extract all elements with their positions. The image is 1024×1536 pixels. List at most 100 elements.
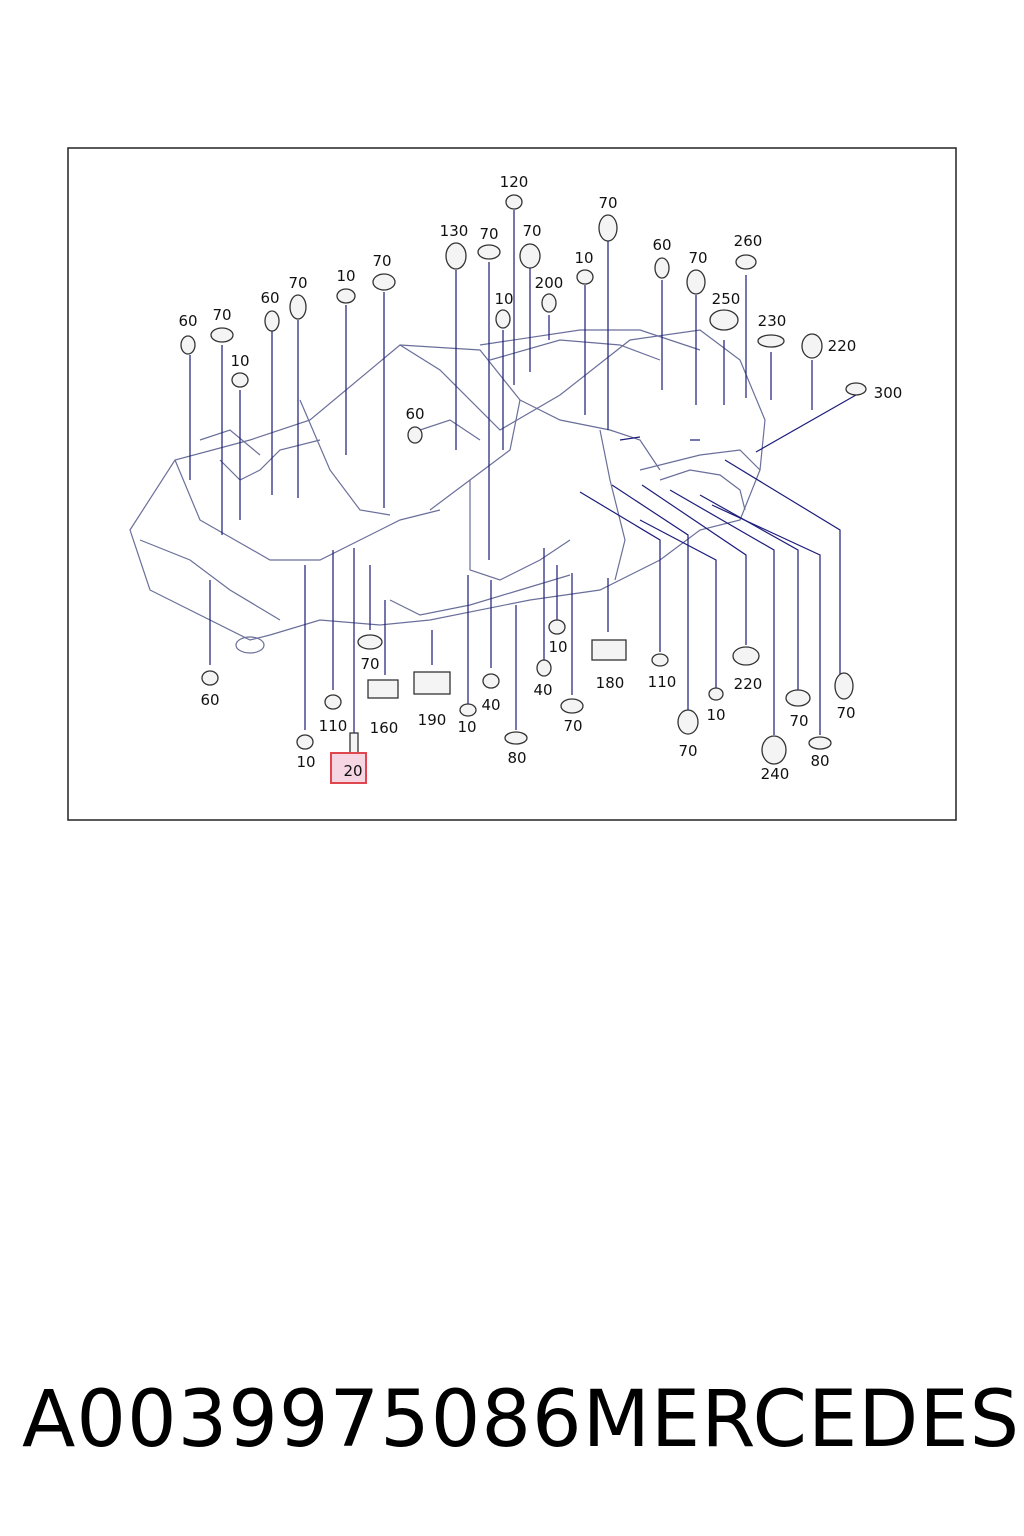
grommet-icon: [264, 310, 280, 332]
grommet-icon: [504, 731, 528, 745]
grommet-icon: [180, 335, 196, 355]
callout-labels: 120 130 70 70 70 70 70 70 70 60 60 60 60…: [178, 173, 902, 783]
callout-10: 10: [296, 753, 315, 771]
callout-300: 300: [874, 384, 903, 402]
grommet-icon: [210, 327, 234, 343]
callout-80: 80: [507, 749, 526, 767]
callout-70: 70: [598, 194, 617, 212]
callout-70: 70: [360, 655, 379, 673]
callout-160: 160: [370, 719, 399, 737]
callout-250: 250: [712, 290, 741, 308]
grommet-icon: [324, 694, 342, 710]
grommet-icon: [845, 382, 867, 396]
callout-60: 60: [178, 312, 197, 330]
grommet-icon: [598, 214, 618, 242]
leader-lines: [189, 210, 857, 735]
callout-60: 60: [405, 405, 424, 423]
grommet-icon: [757, 334, 785, 348]
callout-60: 60: [260, 289, 279, 307]
part-number: A0039975086: [22, 1375, 583, 1465]
grommet-icon: [459, 703, 477, 717]
clip-nut-icon: [413, 671, 451, 695]
callout-40: 40: [533, 681, 552, 699]
callout-260: 260: [734, 232, 763, 250]
callout-110: 110: [319, 717, 348, 735]
callout-10: 10: [706, 706, 725, 724]
grommet-icon: [201, 670, 219, 686]
grommet-icon: [289, 294, 307, 320]
grommet-icon: [560, 698, 584, 714]
grommet-icon: [576, 269, 594, 285]
grommet-icon: [785, 689, 811, 707]
grommet-icon: [372, 273, 396, 291]
callout-220: 220: [828, 337, 857, 355]
grommet-icon: [357, 634, 383, 650]
clip-nut-icon: [367, 679, 399, 699]
grommet-icon: [651, 653, 669, 667]
callout-40: 40: [481, 696, 500, 714]
grommet-icon: [407, 426, 423, 444]
clip-icon: [735, 254, 757, 270]
callout-70: 70: [678, 742, 697, 760]
grommet-icon: [654, 257, 670, 279]
brand-name: MERCEDES: [582, 1375, 1021, 1465]
part-caption: A0039975086 MERCEDES: [22, 1365, 1019, 1475]
grommet-icon: [495, 309, 511, 329]
callout-220: 220: [734, 675, 763, 693]
callout-10: 10: [494, 290, 513, 308]
grommet-icon: [677, 709, 699, 735]
callout-60: 60: [652, 236, 671, 254]
callout-230: 230: [758, 312, 787, 330]
grommet-icon: [445, 242, 467, 270]
callout-180: 180: [596, 674, 625, 692]
callout-70: 70: [372, 252, 391, 270]
callout-240: 240: [761, 765, 790, 783]
callout-10: 10: [574, 249, 593, 267]
grommet-icon: [686, 269, 706, 295]
grommet-icon: [505, 194, 523, 210]
grommet-icon: [231, 372, 249, 388]
callout-10: 10: [230, 352, 249, 370]
callout-20: 20: [343, 762, 362, 780]
clip-icon: [709, 309, 739, 331]
callout-200: 200: [535, 274, 564, 292]
grommet-icon: [336, 288, 356, 304]
callout-10: 10: [457, 718, 476, 736]
clip-nut-icon: [591, 639, 627, 661]
grommet-icon: [519, 243, 541, 269]
grommet-icon: [536, 659, 552, 677]
callout-10: 10: [336, 267, 355, 285]
grommet-icon: [477, 244, 501, 260]
callout-70: 70: [479, 225, 498, 243]
diagram-border: [67, 147, 957, 821]
callout-10: 10: [548, 638, 567, 656]
callout-70: 70: [212, 306, 231, 324]
callout-70: 70: [522, 222, 541, 240]
grommet-icon: [801, 333, 823, 359]
bolt-icon: [349, 732, 359, 754]
callout-70: 70: [789, 712, 808, 730]
callout-190: 190: [418, 711, 447, 729]
grommet-icon: [808, 736, 832, 750]
grommet-icon: [708, 687, 724, 701]
callout-60: 60: [200, 691, 219, 709]
grommet-icon: [296, 734, 314, 750]
grommet-icon: [761, 735, 787, 765]
callout-70: 70: [688, 249, 707, 267]
car-body-outline: [129, 329, 766, 654]
callout-110: 110: [648, 673, 677, 691]
callout-70: 70: [288, 274, 307, 292]
callout-120: 120: [500, 173, 529, 191]
grommet-icon: [548, 619, 566, 635]
callout-70: 70: [563, 717, 582, 735]
grommet-icon: [732, 646, 760, 666]
callout-130: 130: [440, 222, 469, 240]
grommet-icon: [541, 293, 557, 313]
callout-70: 70: [836, 704, 855, 722]
grommet-icon: [482, 673, 500, 689]
highlight-box: [330, 752, 367, 784]
part-icons: [180, 194, 867, 765]
parts-diagram: 120 130 70 70 70 70 70 70 70 60 60 60 60…: [67, 147, 957, 821]
callout-80: 80: [810, 752, 829, 770]
grommet-icon: [834, 672, 854, 700]
